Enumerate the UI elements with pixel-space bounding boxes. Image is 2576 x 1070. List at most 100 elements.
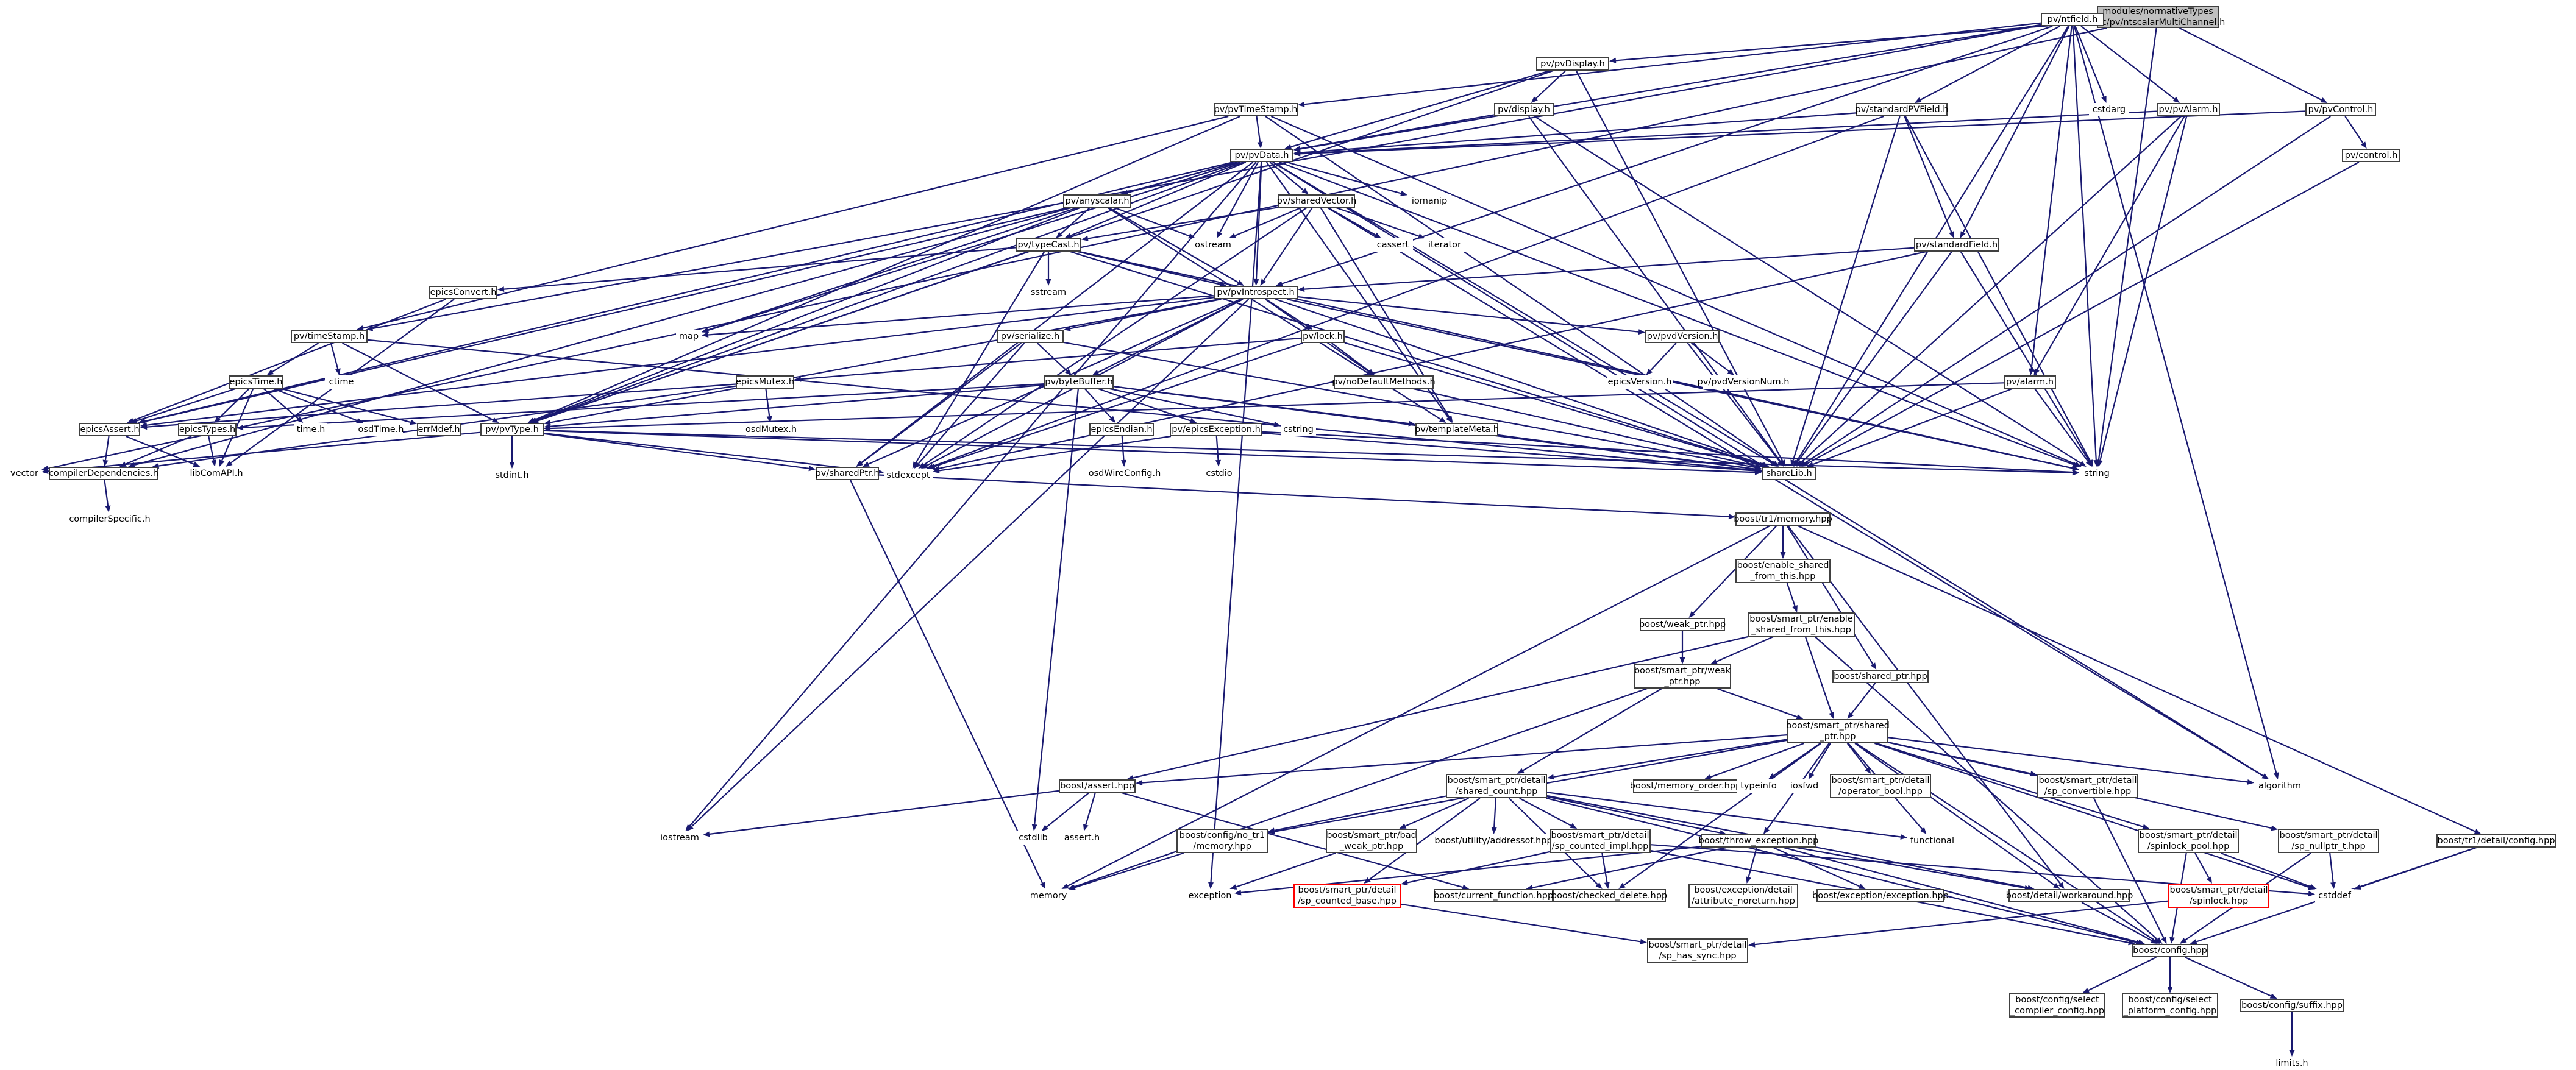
node-lib-com-api: libComAPI.h (188, 467, 244, 480)
node-ostream: ostream (1192, 238, 1234, 252)
node-map: map (676, 330, 702, 343)
node-compiler-specific: compilerSpecific.h (70, 512, 149, 526)
node-osd-time: osdTime.h (359, 423, 403, 436)
node-ctime: ctime (325, 375, 358, 389)
node-epics-time[interactable]: epicsTime.h (229, 375, 283, 389)
node-stdexcept: stdexcept (884, 469, 933, 482)
node-cstring: cstring (1281, 423, 1316, 436)
node-ntscalar-multi-channel[interactable]: modules/normativeTypes /src/pv/ntscalarM… (2097, 6, 2219, 28)
node-limits: limits.h (2274, 1057, 2310, 1070)
node-cassert: cassert (1373, 238, 1413, 252)
node-iterator: iterator (1424, 238, 1465, 252)
node-select-platform[interactable]: boost/config/select _platform_config.hpp (2122, 993, 2218, 1018)
node-pv-introspect[interactable]: pv/pvIntrospect.h (1214, 286, 1298, 299)
node-exception: exception (1186, 889, 1234, 902)
node-shared-ptr-hpp[interactable]: boost/shared_ptr.hpp (1832, 670, 1929, 683)
node-sp-convertible[interactable]: boost/smart_ptr/detail /sp_convertible.h… (2037, 774, 2138, 798)
node-sp-weak-ptr[interactable]: boost/smart_ptr/weak _ptr.hpp (1634, 664, 1731, 689)
node-sp-counted-base[interactable]: boost/smart_ptr/detail /sp_counted_base.… (1293, 884, 1401, 908)
node-throw-exception[interactable]: boost/throw_exception.hpp (1701, 834, 1816, 848)
node-share-lib[interactable]: shareLib.h (1762, 467, 1816, 480)
node-pvd-version[interactable]: pv/pvdVersion.h (1645, 330, 1720, 343)
node-epics-assert[interactable]: epicsAssert.h (79, 423, 140, 436)
node-serialize[interactable]: pv/serialize.h (997, 330, 1064, 343)
node-sp-shared-ptr[interactable]: boost/smart_ptr/shared _ptr.hpp (1787, 719, 1888, 743)
node-checked-delete[interactable]: boost/checked_delete.hpp (1553, 889, 1666, 902)
node-select-compiler[interactable]: boost/config/select _compiler_config.hpp (2009, 993, 2105, 1018)
node-current-function[interactable]: boost/current_function.hpp (1434, 889, 1553, 902)
node-pv-alarm[interactable]: pv/pvAlarm.h (2157, 103, 2220, 116)
node-suffix[interactable]: boost/config/suffix.hpp (2240, 999, 2344, 1012)
node-no-default-methods[interactable]: pv/noDefaultMethods.h (1334, 375, 1434, 389)
node-epics-endian[interactable]: epicsEndian.h (1089, 423, 1154, 436)
node-shared-vector[interactable]: pv/sharedVector.h (1278, 194, 1355, 208)
node-pv-type[interactable]: pv/pvType.h (480, 423, 544, 436)
node-pv-time-stamp[interactable]: pv/pvTimeStamp.h (1214, 103, 1298, 116)
node-string: string (2079, 467, 2115, 480)
node-compiler-dependencies[interactable]: compilerDependencies.h (49, 467, 158, 480)
node-standard-pvfield[interactable]: pv/standardPVField.h (1856, 103, 1948, 116)
node-sp-counted-impl[interactable]: boost/smart_ptr/detail /sp_counted_impl.… (1550, 829, 1651, 853)
node-sp-nullptr-t[interactable]: boost/smart_ptr/detail /sp_nullptr_t.hpp (2278, 829, 2379, 853)
node-sp-enable-shared[interactable]: boost/smart_ptr/enable _shared_from_this… (1748, 612, 1855, 637)
node-pv-display[interactable]: pv/pvDisplay.h (1536, 57, 1609, 71)
node-functional: functional (1907, 834, 1957, 848)
node-cstdio: cstdio (1202, 467, 1236, 480)
node-pv-any-scalar[interactable]: pv/anyscalar.h (1063, 194, 1131, 208)
node-epics-version: epicsVersion.h (1607, 375, 1673, 389)
node-cstdlib: cstdlib (1016, 831, 1051, 845)
node-vector: vector (7, 467, 41, 480)
node-boost-config[interactable]: boost/config.hpp (2132, 944, 2208, 957)
node-typeinfo: typeinfo (1737, 779, 1780, 793)
node-tr1detail-config[interactable]: boost/tr1/detail/config.hpp (2436, 834, 2556, 848)
node-control[interactable]: pv/control.h (2342, 149, 2400, 162)
node-memory: memory (1028, 889, 1069, 902)
node-pv-control[interactable]: pv/pvControl.h (2305, 103, 2376, 116)
node-epics-mutex[interactable]: epicsMutex.h (736, 375, 794, 389)
node-epics-exception[interactable]: pv/epicsException.h (1170, 423, 1262, 436)
node-osd-mutex: osdMutex.h (746, 423, 796, 436)
node-cstdarg: cstdarg (2089, 103, 2129, 116)
node-iomanip: iomanip (1407, 194, 1451, 208)
node-lock[interactable]: pv/lock.h (1301, 330, 1345, 343)
node-shared-ptr[interactable]: pv/sharedPtr.h (816, 467, 879, 480)
node-pv-data[interactable]: pv/pvData.h (1230, 149, 1293, 162)
node-workaround[interactable]: boost/detail/workaround.hpp (2008, 889, 2130, 902)
node-attribute-noreturn[interactable]: boost/exception/detail /attribute_noretu… (1688, 884, 1798, 908)
node-timeh: time.h (294, 423, 327, 436)
node-standard-field[interactable]: pv/standardField.h (1914, 238, 1999, 252)
node-addressof: boost/utility/addressof.hpp (1436, 834, 1551, 848)
node-stdint: stdint.h (494, 469, 530, 482)
node-bad-weak-ptr[interactable]: boost/smart_ptr/bad _weak_ptr.hpp (1326, 829, 1417, 853)
node-enable-shared-from-this[interactable]: boost/enable_shared _from_this.hpp (1735, 559, 1831, 583)
node-sp-has-sync[interactable]: boost/smart_ptr/detail /sp_has_sync.hpp (1647, 938, 1748, 963)
node-assert-h: assert.h (1064, 831, 1100, 845)
node-weak-ptr[interactable]: boost/weak_ptr.hpp (1640, 618, 1725, 631)
node-memory-order[interactable]: boost/memory_order.hpp (1633, 779, 1738, 793)
node-template-meta[interactable]: pv/templateMeta.h (1415, 423, 1498, 436)
node-no-tr1memory[interactable]: boost/config/no_tr1 /memory.hpp (1176, 829, 1268, 853)
node-boost-assert[interactable]: boost/assert.hpp (1059, 779, 1136, 793)
node-osd-wire-config: osdWireConfig.h (1087, 467, 1162, 480)
node-sstream: sstream (1028, 286, 1069, 299)
node-byte-buffer[interactable]: pv/byteBuffer.h (1044, 375, 1114, 389)
node-cstddef: cstddef (2315, 889, 2354, 902)
node-algorithm: algorithm (2254, 779, 2305, 793)
node-epics-convert[interactable]: epicsConvert.h (429, 286, 497, 299)
node-sp-shared-count[interactable]: boost/smart_ptr/detail /shared_count.hpp (1446, 774, 1547, 798)
node-spinlock-pool[interactable]: boost/smart_ptr/detail /spinlock_pool.hp… (2138, 829, 2239, 853)
node-alarm[interactable]: pv/alarm.h (2004, 375, 2056, 389)
node-time-stamp[interactable]: pv/timeStamp.h (291, 330, 368, 343)
node-err-mdef[interactable]: errMdef.h (417, 423, 461, 436)
node-ntfield[interactable]: pv/ntfield.h (2041, 13, 2104, 26)
node-operator-bool[interactable]: boost/smart_ptr/detail /operator_bool.hp… (1830, 774, 1931, 798)
node-display[interactable]: pv/display.h (1494, 103, 1554, 116)
node-type-cast[interactable]: pv/typeCast.h (1016, 238, 1081, 252)
node-iostream: iostream (656, 831, 703, 845)
node-tr1memory[interactable]: boost/tr1/memory.hpp (1735, 512, 1831, 526)
node-pvd-version-num: pv/pvdVersionNum.h (1703, 375, 1784, 389)
node-spinlock[interactable]: boost/smart_ptr/detail /spinlock.hpp (2168, 884, 2269, 908)
node-exception-hpp[interactable]: boost/exception/exception.hpp (1816, 889, 1944, 902)
node-epics-types[interactable]: epicsTypes.h (178, 423, 237, 436)
